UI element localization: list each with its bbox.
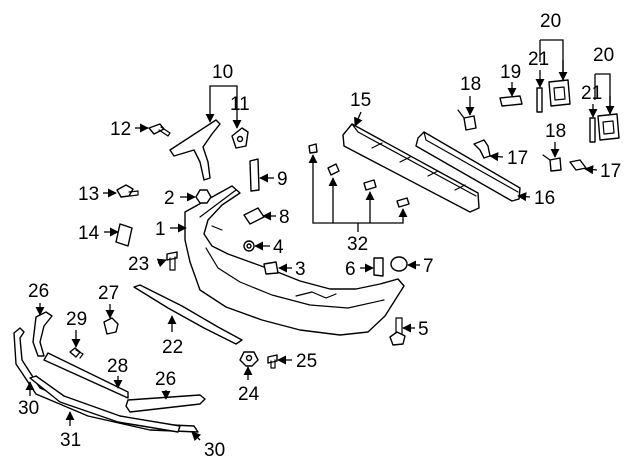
callout-4: 4 bbox=[273, 237, 284, 258]
callout-21: 21 bbox=[528, 49, 549, 70]
strip bbox=[43, 352, 129, 399]
rivet bbox=[166, 251, 178, 271]
clip bbox=[239, 351, 259, 367]
bumper-cover bbox=[184, 185, 405, 336]
bracket bbox=[473, 139, 491, 159]
callout-29: 29 bbox=[66, 309, 87, 330]
bracket bbox=[597, 113, 620, 141]
shim bbox=[589, 117, 596, 143]
callout-6: 6 bbox=[345, 259, 356, 280]
bracket bbox=[115, 223, 133, 247]
screw bbox=[148, 123, 171, 137]
callout-15: 15 bbox=[350, 90, 371, 111]
callout-14: 14 bbox=[78, 223, 100, 244]
callout-19: 19 bbox=[500, 62, 521, 83]
callout-13: 13 bbox=[78, 184, 99, 205]
label bbox=[499, 95, 523, 107]
callout-17: 17 bbox=[600, 161, 621, 182]
callout-20: 20 bbox=[540, 11, 561, 32]
callout-10: 10 bbox=[212, 62, 233, 83]
screw bbox=[69, 347, 84, 359]
pad bbox=[373, 257, 384, 277]
callout-31: 31 bbox=[60, 430, 81, 451]
callout-2: 2 bbox=[164, 188, 175, 209]
trim-strip bbox=[169, 119, 221, 181]
callout-1: 1 bbox=[155, 219, 166, 240]
callout-27: 27 bbox=[98, 283, 119, 304]
molding bbox=[32, 311, 53, 357]
callout-18: 18 bbox=[460, 74, 481, 95]
callout-26: 26 bbox=[28, 281, 49, 302]
bumper-reinforcement bbox=[342, 123, 480, 213]
callout-9: 9 bbox=[277, 169, 288, 190]
seal bbox=[390, 256, 408, 272]
lower-valance bbox=[133, 284, 243, 345]
callout-32: 32 bbox=[347, 234, 368, 255]
callout-26: 26 bbox=[155, 369, 176, 390]
callout-16: 16 bbox=[534, 188, 555, 209]
callout-23: 23 bbox=[128, 254, 149, 275]
clip bbox=[308, 143, 318, 154]
sensor bbox=[243, 207, 265, 225]
leader-lines bbox=[25, 39, 615, 442]
bolt bbox=[389, 317, 406, 346]
callout-11: 11 bbox=[230, 94, 250, 115]
pad bbox=[263, 261, 279, 275]
clip bbox=[363, 179, 377, 191]
shim bbox=[536, 87, 543, 113]
callout-17: 17 bbox=[507, 148, 528, 169]
callout-labels: 1 2 3 4 5 6 7 8 9 10 11 12 13 14 15 16 1… bbox=[18, 11, 621, 461]
callout-21: 21 bbox=[581, 83, 602, 104]
long-molding bbox=[29, 375, 181, 433]
clip bbox=[103, 317, 119, 335]
pad bbox=[542, 154, 562, 172]
bolt bbox=[116, 184, 139, 198]
callout-18: 18 bbox=[545, 121, 566, 142]
callout-22: 22 bbox=[162, 337, 183, 358]
bracket bbox=[548, 79, 571, 107]
rivet bbox=[267, 354, 278, 369]
callout-24: 24 bbox=[238, 384, 260, 405]
clip bbox=[327, 163, 340, 176]
molding bbox=[125, 394, 206, 413]
callout-8: 8 bbox=[279, 207, 290, 228]
retainer-clip bbox=[231, 127, 249, 149]
callout-28: 28 bbox=[107, 356, 128, 377]
clip bbox=[396, 197, 410, 208]
callout-25: 25 bbox=[296, 351, 317, 372]
callout-30: 30 bbox=[204, 440, 225, 461]
pad bbox=[457, 109, 477, 131]
callout-12: 12 bbox=[110, 119, 131, 140]
callout-3: 3 bbox=[295, 259, 306, 280]
reflector bbox=[249, 158, 260, 192]
callout-7: 7 bbox=[423, 256, 434, 277]
callout-5: 5 bbox=[418, 319, 429, 340]
bracket bbox=[569, 159, 587, 171]
callout-30: 30 bbox=[18, 398, 39, 419]
nut bbox=[195, 189, 212, 204]
callout-20: 20 bbox=[593, 45, 614, 66]
grommet bbox=[243, 240, 255, 252]
